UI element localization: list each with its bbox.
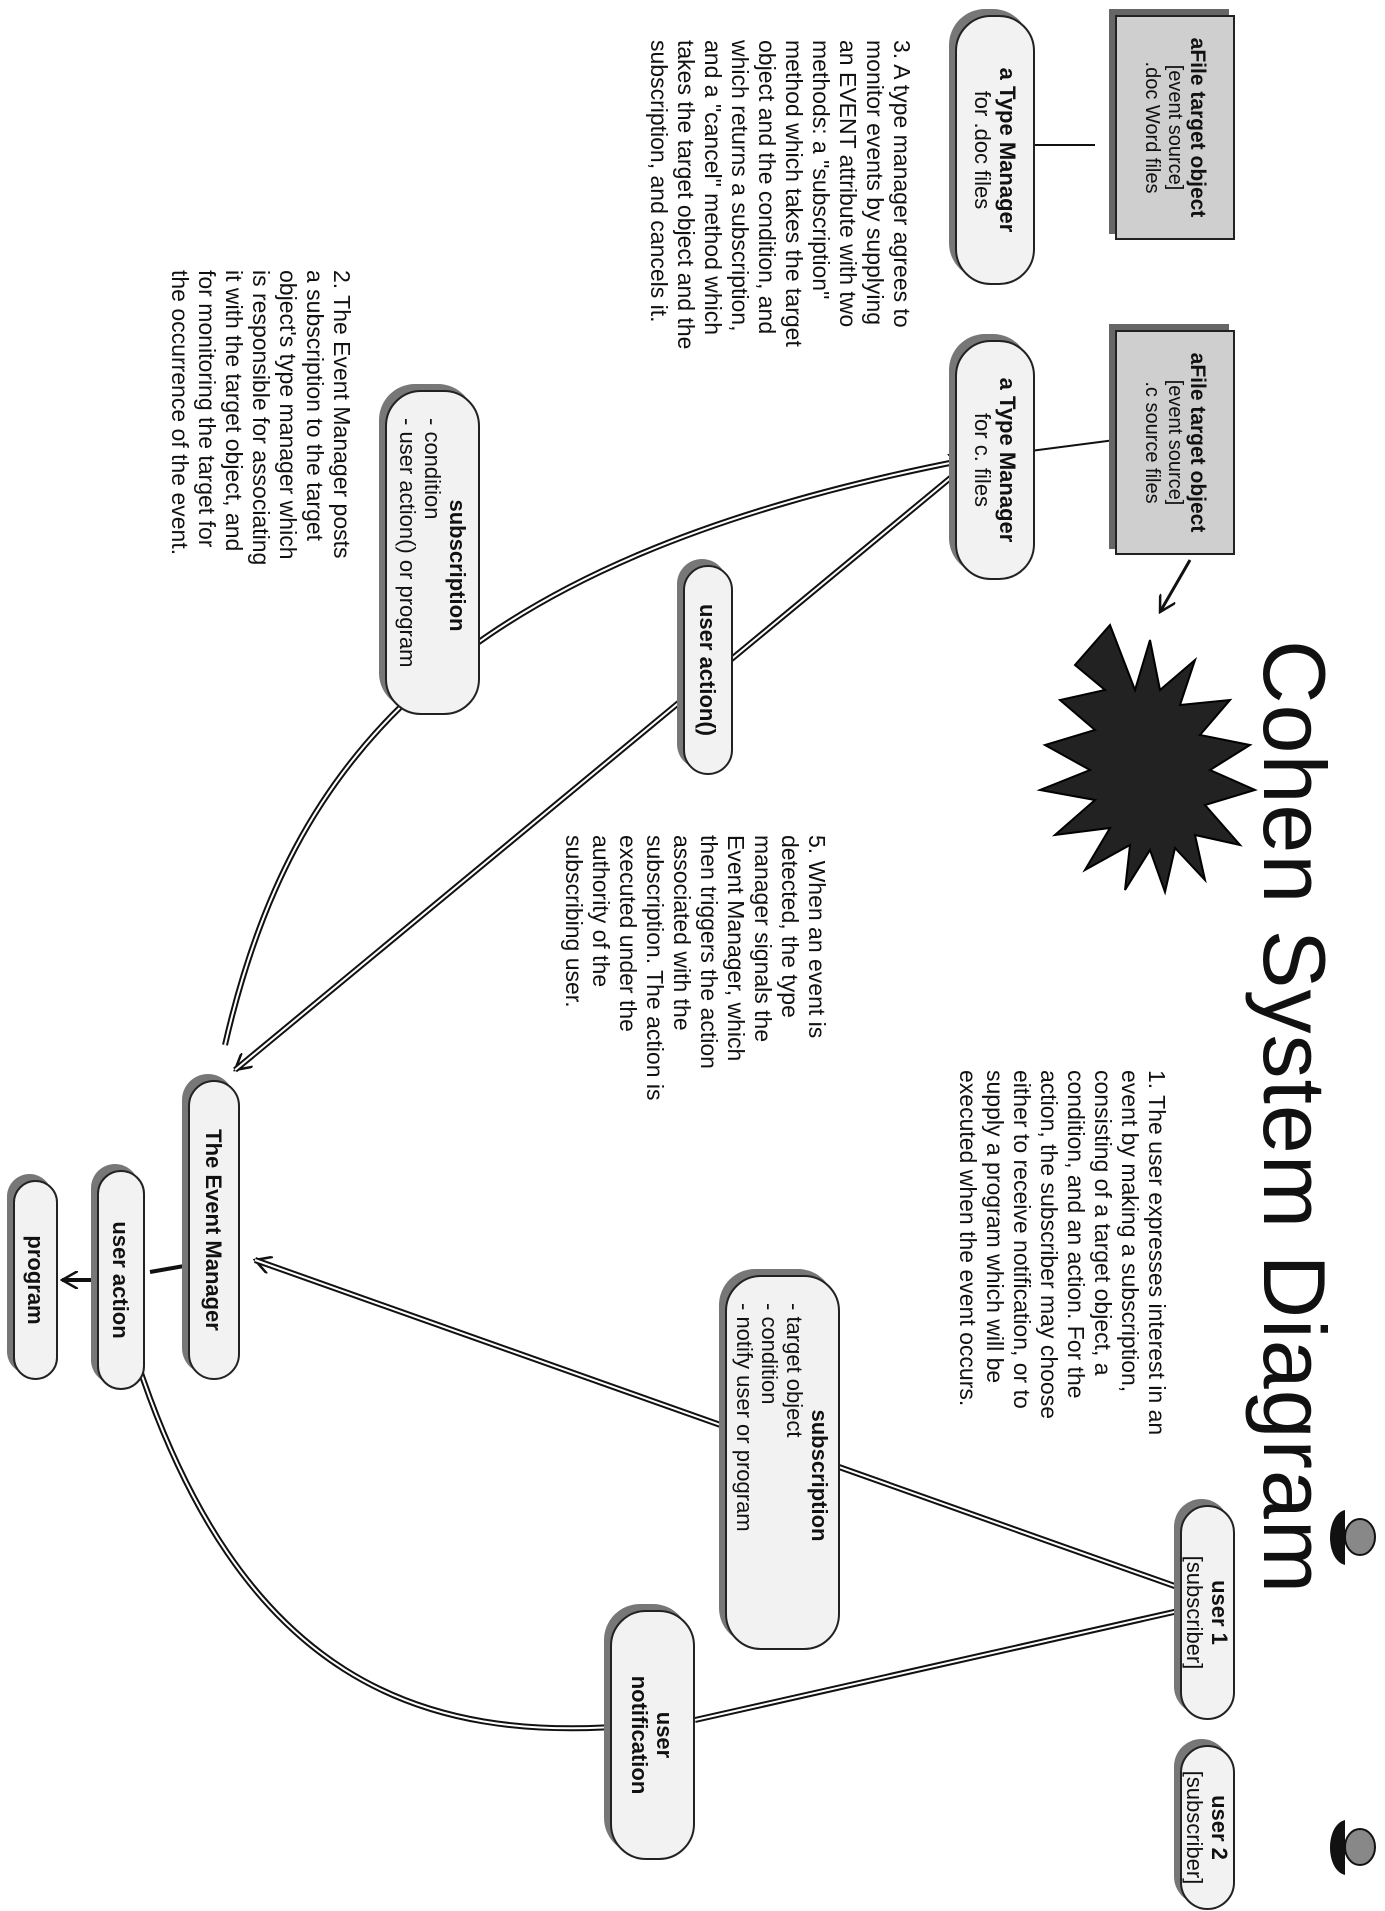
user-action-node: user action <box>97 1170 145 1390</box>
event-burst-icon <box>1036 623 1258 896</box>
file-target-c: aFile target object [event source] .c so… <box>1115 330 1235 555</box>
file-target-doc: aFile target object [event source] .doc … <box>1115 15 1235 240</box>
user-notification-line2: notification <box>627 1675 653 1795</box>
event-manager-label: The Event Manager <box>201 1129 227 1331</box>
user1-role: [subscriber] <box>1182 1555 1208 1670</box>
user2-name: user 2 <box>1207 1795 1233 1860</box>
file-target-c-title: aFile target object <box>1186 352 1210 533</box>
subscription-type-manager-title: subscription <box>445 499 470 632</box>
user-action-method: user action() <box>683 565 733 775</box>
note-step-1: 1. The user expresses interest in an eve… <box>955 1070 1170 1436</box>
user2-person-icon <box>1330 1820 1376 1875</box>
file-target-c-line2: .c source files <box>1141 381 1164 504</box>
user2-role: [subscriber] <box>1182 1770 1208 1885</box>
note-step-3: 3. A type manager agrees to monitor even… <box>646 40 915 350</box>
subscription-type-manager-lines: - condition - user action() or program <box>395 418 445 668</box>
arrow-user-action-to-notification <box>132 1354 640 1728</box>
file-target-doc-line2: .doc Word files <box>1141 61 1164 194</box>
user-notification-line1: user <box>652 1711 678 1759</box>
subscription-type-manager: subscription - condition - user action()… <box>385 390 480 715</box>
user2-node: user 2 [subscriber] <box>1180 1745 1235 1910</box>
note-step-2: 2. The Event Manager posts a subscriptio… <box>167 270 355 566</box>
file-target-doc-line1: [event source] <box>1164 64 1187 191</box>
program-node-label: program <box>23 1235 48 1325</box>
note-step-5: 5. When an event is detected, the type m… <box>561 835 830 1101</box>
diagram-title: Cohen System Diagram <box>1245 640 1344 1595</box>
user-action-node-label: user action <box>108 1221 134 1339</box>
user1-person-icon <box>1330 1510 1376 1565</box>
subscription-user-title: subscription <box>807 1409 833 1542</box>
arrow-file-c-to-event <box>1158 559 1192 612</box>
file-target-c-line1: [event source] <box>1164 379 1187 506</box>
program-node: program <box>13 1180 58 1380</box>
user1-node: user 1 [subscriber] <box>1180 1505 1235 1720</box>
user-action-method-label: user action() <box>695 603 721 737</box>
type-manager-c-line1: for c. files <box>970 412 995 508</box>
file-target-doc-title: aFile target object <box>1186 37 1210 218</box>
link-event-manager-to-user-action <box>149 1263 191 1274</box>
type-manager-c: a Type Manager for c. files <box>955 340 1035 580</box>
user-notification: user notification <box>610 1610 695 1860</box>
type-manager-doc: a Type Manager for .doc files <box>955 15 1035 285</box>
subscription-user: subscription - target object - condition… <box>725 1275 840 1650</box>
type-manager-c-title: a Type Manager <box>995 377 1020 543</box>
event-manager: The Event Manager <box>188 1080 240 1380</box>
subscription-user-lines: - target object - condition - notify use… <box>732 1303 808 1532</box>
type-manager-doc-title: a Type Manager <box>995 67 1020 233</box>
type-manager-doc-line1: for .doc files <box>970 90 995 210</box>
user1-name: user 1 <box>1207 1580 1233 1645</box>
